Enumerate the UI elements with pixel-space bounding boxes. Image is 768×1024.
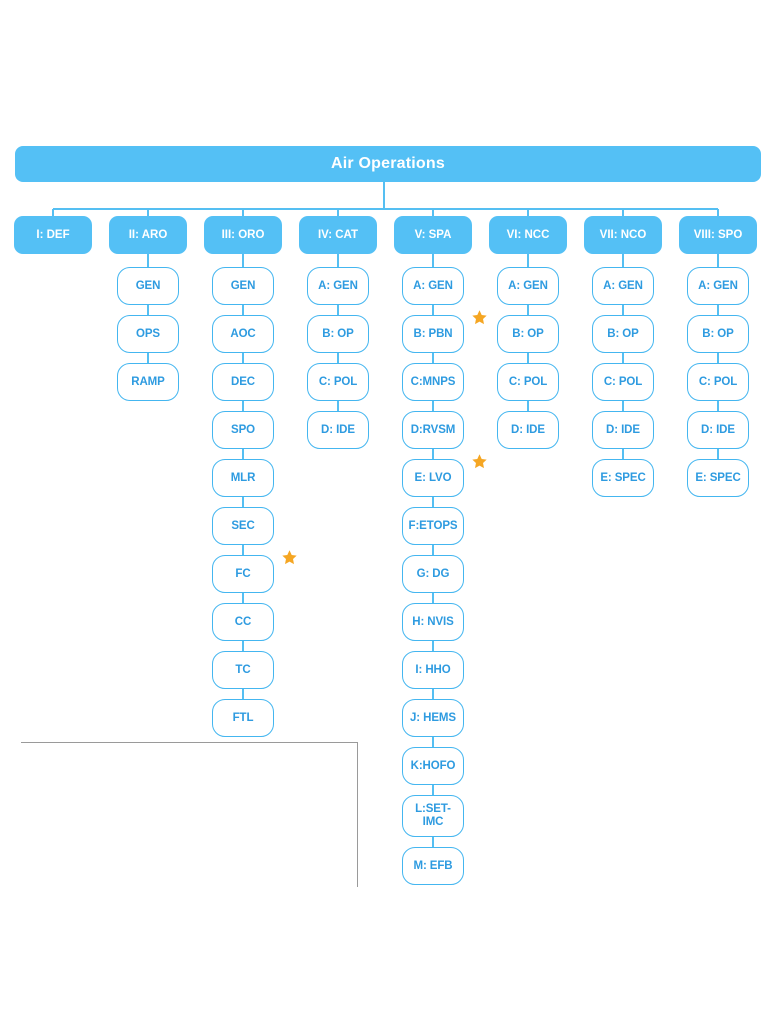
leaf-node-c-pol[interactable]: C: POL bbox=[687, 363, 749, 401]
leaf-node-b-pbn[interactable]: B: PBN bbox=[402, 315, 464, 353]
leaf-node-b-op[interactable]: B: OP bbox=[307, 315, 369, 353]
leaf-node-i-hho[interactable]: I: HHO bbox=[402, 651, 464, 689]
leaf-node-h-nvis[interactable]: H: NVIS bbox=[402, 603, 464, 641]
leaf-node-gen[interactable]: GEN bbox=[117, 267, 179, 305]
leaf-node-ramp[interactable]: RAMP bbox=[117, 363, 179, 401]
leaf-node-a-gen[interactable]: A: GEN bbox=[592, 267, 654, 305]
leaf-node-c-pol[interactable]: C: POL bbox=[592, 363, 654, 401]
leaf-node-ftl[interactable]: FTL bbox=[212, 699, 274, 737]
leaf-node-mlr[interactable]: MLR bbox=[212, 459, 274, 497]
leaf-node-g-dg[interactable]: G: DG bbox=[402, 555, 464, 593]
star-icon bbox=[471, 309, 488, 326]
leaf-node-ops[interactable]: OPS bbox=[117, 315, 179, 353]
legend-frame bbox=[21, 742, 358, 887]
leaf-node-d-ide[interactable]: D: IDE bbox=[497, 411, 559, 449]
branch-node-viii-spo[interactable]: VIII: SPO bbox=[679, 216, 757, 254]
leaf-node-k-hofo[interactable]: K:HOFO bbox=[402, 747, 464, 785]
leaf-node-e-lvo[interactable]: E: LVO bbox=[402, 459, 464, 497]
star-icon bbox=[471, 453, 488, 470]
leaf-node-f-etops[interactable]: F:ETOPS bbox=[402, 507, 464, 545]
branch-node-vi-ncc[interactable]: VI: NCC bbox=[489, 216, 567, 254]
leaf-node-m-efb[interactable]: M: EFB bbox=[402, 847, 464, 885]
leaf-node-e-spec[interactable]: E: SPEC bbox=[592, 459, 654, 497]
leaf-node-d-rvsm[interactable]: D:RVSM bbox=[402, 411, 464, 449]
leaf-node-c-pol[interactable]: C: POL bbox=[497, 363, 559, 401]
leaf-node-sec[interactable]: SEC bbox=[212, 507, 274, 545]
branch-node-v-spa[interactable]: V: SPA bbox=[394, 216, 472, 254]
leaf-node-l-set-imc[interactable]: L:SET-IMC bbox=[402, 795, 464, 837]
leaf-node-b-op[interactable]: B: OP bbox=[497, 315, 559, 353]
star-icon bbox=[281, 549, 298, 566]
leaf-node-aoc[interactable]: AOC bbox=[212, 315, 274, 353]
leaf-node-b-op[interactable]: B: OP bbox=[687, 315, 749, 353]
branch-node-ii-aro[interactable]: II: ARO bbox=[109, 216, 187, 254]
leaf-node-c-pol[interactable]: C: POL bbox=[307, 363, 369, 401]
leaf-node-a-gen[interactable]: A: GEN bbox=[307, 267, 369, 305]
branch-node-i-def[interactable]: I: DEF bbox=[14, 216, 92, 254]
leaf-node-a-gen[interactable]: A: GEN bbox=[402, 267, 464, 305]
leaf-node-gen[interactable]: GEN bbox=[212, 267, 274, 305]
leaf-node-a-gen[interactable]: A: GEN bbox=[497, 267, 559, 305]
leaf-node-dec[interactable]: DEC bbox=[212, 363, 274, 401]
leaf-node-d-ide[interactable]: D: IDE bbox=[687, 411, 749, 449]
root-node-air-operations[interactable]: Air Operations bbox=[15, 146, 761, 182]
branch-node-iv-cat[interactable]: IV: CAT bbox=[299, 216, 377, 254]
leaf-node-spo[interactable]: SPO bbox=[212, 411, 274, 449]
branch-node-iii-oro[interactable]: III: ORO bbox=[204, 216, 282, 254]
leaf-node-d-ide[interactable]: D: IDE bbox=[592, 411, 654, 449]
leaf-node-e-spec[interactable]: E: SPEC bbox=[687, 459, 749, 497]
leaf-node-tc[interactable]: TC bbox=[212, 651, 274, 689]
leaf-node-fc[interactable]: FC bbox=[212, 555, 274, 593]
leaf-node-c-mnps[interactable]: C:MNPS bbox=[402, 363, 464, 401]
leaf-node-a-gen[interactable]: A: GEN bbox=[687, 267, 749, 305]
branch-node-vii-nco[interactable]: VII: NCO bbox=[584, 216, 662, 254]
leaf-node-cc[interactable]: CC bbox=[212, 603, 274, 641]
leaf-node-b-op[interactable]: B: OP bbox=[592, 315, 654, 353]
leaf-node-d-ide[interactable]: D: IDE bbox=[307, 411, 369, 449]
leaf-node-j-hems[interactable]: J: HEMS bbox=[402, 699, 464, 737]
